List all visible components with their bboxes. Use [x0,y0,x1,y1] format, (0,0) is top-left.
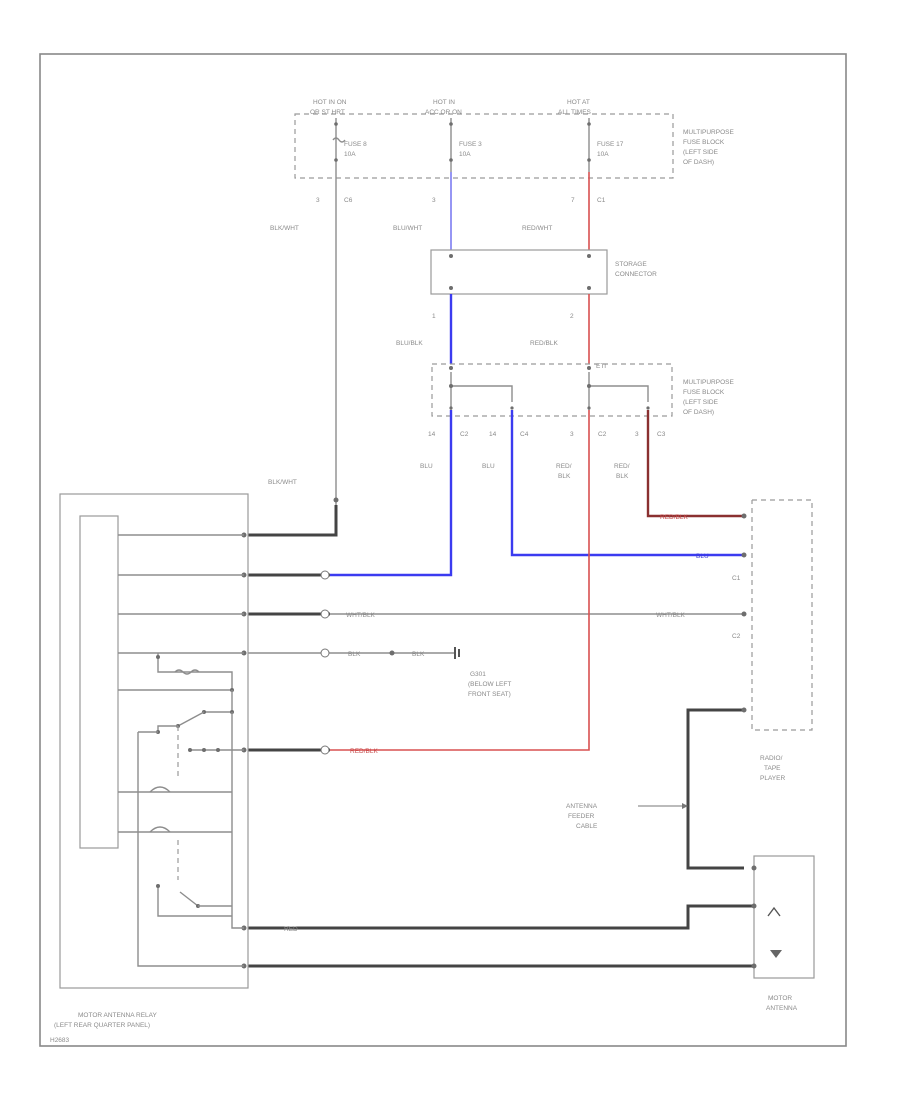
fuse3-name: FUSE 3 [459,141,482,148]
feeder-label-3: CABLE [576,823,598,830]
fuse3-hot-label: HOT IN [433,99,455,106]
wire-label-wht-blk: WHT/BLK [346,612,376,619]
fuse17-symbol [587,118,591,172]
fuse8-symbol [332,118,346,172]
wire-tag-1: RED [284,926,298,933]
relay-label-1: MOTOR ANTENNA RELAY [78,1012,158,1019]
pin-14a: 14 [428,431,436,438]
fuse-block-bottom-l3: (LEFT SIDE [683,399,719,406]
conn-c3: C3 [657,431,666,438]
wire-label-red1b: BLK [558,473,571,480]
storage-pin-left: 1 [432,313,436,320]
wire-relay-antenna-1 [248,904,754,930]
conn-c2b: C2 [598,431,607,438]
antenna-feeder-cable [686,708,744,870]
fuse17-hot-label: HOT AT [567,99,590,106]
fuse8-hot2-label: OR ST HRT [310,109,345,116]
storage-connector: STORAGE CONNECTOR 1 2 [430,249,657,320]
storage-pin-right: 2 [570,313,574,320]
fuse8-hot-label: HOT IN ON [313,99,347,106]
fuse17-hot2-label: ALL TIMES [558,109,592,116]
fuse3-amp: 10A [459,151,471,158]
wire-label-blk-wht-mid: BLK/WHT [268,479,297,486]
fuse8-amp: 10A [344,151,356,158]
wire-label-red-blk: RED/BLK [530,340,558,347]
ground-label-1: (BELOW LEFT [468,681,511,688]
fuse-block-bottom-l1: MULTIPURPOSE [683,379,734,386]
motor-icon [770,950,782,958]
diagram-frame [39,53,847,1047]
fuse17-pin: 7 [571,197,575,204]
wire-red-blk-radio [646,410,744,518]
radio-label-1: RADIO/ [760,755,783,762]
motor-antenna-relay: MOTOR ANTENNA RELAY (LEFT REAR QUARTER P… [54,493,249,1029]
radio-tape-player: C1 C2 RADIO/ TAPE PLAYER [732,499,813,782]
fuse-block-bottom-l2: FUSE BLOCK [683,389,725,396]
feeder-label-1: ANTENNA [566,803,598,810]
wire-blu-radio [510,410,744,557]
wire-label-blu-wht: BLU/WHT [393,225,422,232]
ground-name: G301 [470,671,486,678]
fuse3-pin: 3 [432,197,436,204]
fuse3-hot2-label: ACC OR ON [425,109,462,116]
fuse17-name: FUSE 17 [597,141,624,148]
fuse-block-bottom-pin: ETI [596,363,606,370]
fuse-block-bottom: ETI MULTIPURPOSE FUSE BLOCK (LEFT SIDE O… [431,363,734,417]
wire-label-red-blk-relay: RED/BLK [350,748,378,755]
relay-label-2: (LEFT REAR QUARTER PANEL) [54,1022,150,1029]
wire-label-blk2: BLK [412,651,425,658]
ground-label-2: FRONT SEAT) [468,691,511,698]
radio-label-3: PLAYER [760,775,785,782]
wire-label-wht-blk-r: WHT/BLK [656,612,686,619]
wire-blk-wht-relay [248,505,338,537]
fuse-block-top: HOT IN ON OR ST HRT HOT IN ACC OR ON HOT… [294,99,734,204]
radio-c2: C2 [732,633,741,640]
fuse-block-top-l1: MULTIPURPOSE [683,129,734,136]
radio-label-2: TAPE [764,765,781,772]
fuse17-amp: 10A [597,151,609,158]
pin-14b: 14 [489,431,497,438]
footer-code: H2683 [50,1037,70,1044]
wire-blu-relay [330,410,453,577]
fuse-block-top-l3: (LEFT SIDE [683,149,719,156]
conn-c2a: C2 [460,431,469,438]
wire-red-blk-relay [330,410,590,751]
fuse8-name: FUSE 8 [344,141,367,148]
storage-label-1: STORAGE [615,261,647,268]
fuse8-pin: 3 [316,197,320,204]
wire-label-red-wht: RED/WHT [522,225,552,232]
wire-label-red2: RED/ [614,463,630,470]
fuse17-conn: C1 [597,197,606,204]
wire-label-red-blk-radio: RED/BLK [660,514,688,521]
feeder-label-2: FEEDER [568,813,595,820]
pin-3b: 3 [635,431,639,438]
wire-label-blk1: BLK [348,651,361,658]
antenna-label-2: ANTENNA [766,1005,798,1012]
fuse-block-top-l2: FUSE BLOCK [683,139,725,146]
conn-c4: C4 [520,431,529,438]
fuse3-symbol [449,118,453,172]
radio-c1: C1 [732,575,741,582]
antenna-icon [767,906,781,917]
wire-label-red2b: BLK [616,473,629,480]
fuse8-conn: C6 [344,197,353,204]
storage-label-2: CONNECTOR [615,271,657,278]
wire-label-red1: RED/ [556,463,572,470]
ground-symbol [454,647,460,659]
wire-label-blu-blk: BLU/BLK [396,340,423,347]
fuse-block-bottom-l4: OF DASH) [683,409,714,416]
wire-label-blu-radio: BLU [696,553,709,560]
wire-label-blu2: BLU [482,463,495,470]
fuse-block-top-l4: OF DASH) [683,159,714,166]
antenna-label-1: MOTOR [768,995,792,1002]
pin-3a: 3 [570,431,574,438]
wire-label-blk-wht-top: BLK/WHT [270,225,299,232]
motor-antenna: MOTOR ANTENNA [751,855,815,1012]
wire-label-blu1: BLU [420,463,433,470]
